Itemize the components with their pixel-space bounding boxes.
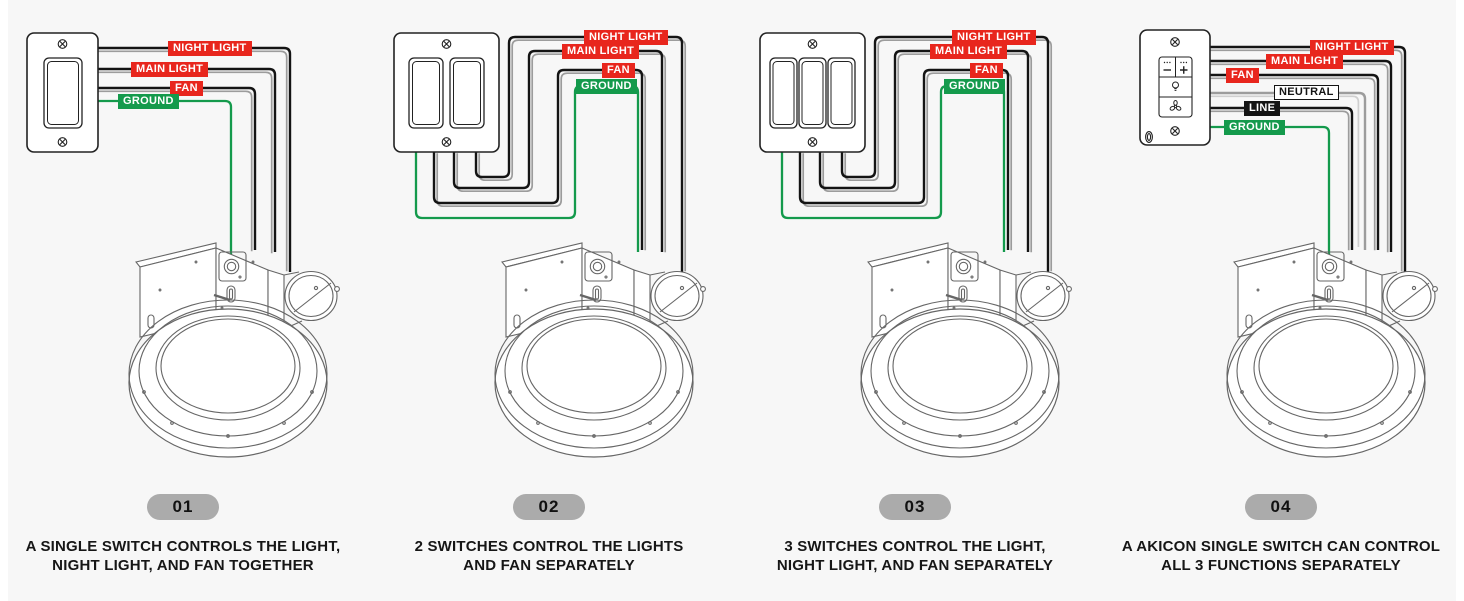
two-switch-wiring-drawing: [393, 32, 707, 459]
wire-label-night-light: NIGHT LIGHT: [952, 30, 1036, 45]
night-light-wire: [1210, 45, 1407, 272]
night-light-wire: [474, 35, 684, 272]
wires: [780, 35, 1053, 272]
wire-label-ground: GROUND: [576, 79, 637, 94]
wire-label-fan: FAN: [970, 63, 1003, 78]
wire-label-night-light: NIGHT LIGHT: [1310, 40, 1394, 55]
wire-label-ground: GROUND: [1224, 120, 1285, 135]
wire-label-main-light: MAIN LIGHT: [930, 44, 1008, 59]
fan-button: [1169, 100, 1182, 111]
neutral-wire: [1210, 91, 1367, 250]
three-switch-wiring-drawing: [759, 32, 1073, 459]
caption-line-1: A SINGLE SWITCH CONTROLS THE LIGHT,: [25, 538, 341, 555]
panel-single-switch: NIGHT LIGHT MAIN LIGHT FAN GROUND 01 A S…: [0, 0, 366, 601]
single-switch-wiring-drawing: [26, 32, 341, 459]
caption-line-1: 2 SWITCHES CONTROL THE LIGHTS: [414, 538, 684, 555]
step-badge: 04: [1245, 494, 1317, 520]
wire-label-line: LINE: [1244, 101, 1281, 116]
ground-wire: [98, 99, 233, 263]
panel-caption: 2 SWITCHES CONTROL THE LIGHTS AND FAN SE…: [366, 537, 732, 575]
switch-plate-smart: [1139, 29, 1211, 146]
switch-plate-triple: [759, 32, 866, 153]
wires: [94, 46, 292, 272]
wire-label-main-light: MAIN LIGHT: [1266, 54, 1344, 69]
fan-wire: [98, 86, 257, 250]
caption-line-2: AND FAN SEPARATELY: [463, 557, 635, 574]
wire-label-night-light: NIGHT LIGHT: [584, 30, 668, 45]
main-light-wire: [1210, 59, 1393, 252]
fan-speed-up-button: [1180, 61, 1188, 74]
wires: [1206, 45, 1407, 272]
main-light-wire: [98, 67, 277, 252]
fan-wire: [1210, 73, 1380, 250]
wires: [414, 35, 687, 272]
panel-akicon-switch: NIGHT LIGHT MAIN LIGHT FAN NEUTRAL LINE …: [1098, 0, 1464, 601]
panel-caption: A SINGLE SWITCH CONTROLS THE LIGHT, NIGH…: [0, 537, 366, 575]
fan-wire: [798, 68, 1010, 250]
panel-three-switches: NIGHT LIGHT MAIN LIGHT FAN GROUND 03 3 S…: [732, 0, 1098, 601]
caption-line-1: 3 SWITCHES CONTROL THE LIGHT,: [784, 538, 1046, 555]
wire-label-ground: GROUND: [944, 79, 1005, 94]
indicator-light: [1145, 131, 1153, 143]
panel-two-switches: NIGHT LIGHT MAIN LIGHT FAN GROUND 02 2 S…: [366, 0, 732, 601]
caption-line-1: A AKICON SINGLE SWITCH CAN CONTROL: [1121, 538, 1441, 555]
wire-label-main-light: MAIN LIGHT: [562, 44, 640, 59]
wire-label-night-light: NIGHT LIGHT: [168, 41, 252, 56]
switch-plate-single: [26, 32, 99, 153]
night-light-wire: [98, 46, 292, 272]
wire-label-ground: GROUND: [118, 94, 179, 109]
night-light-wire: [840, 35, 1050, 272]
wire-label-main-light: MAIN LIGHT: [131, 62, 209, 77]
main-light-wire: [452, 49, 664, 252]
step-badge: 03: [879, 494, 951, 520]
light-button: [1172, 81, 1179, 91]
main-light-wire: [818, 49, 1030, 252]
step-badge: 02: [513, 494, 585, 520]
step-badge: 01: [147, 494, 219, 520]
panel-caption: 3 SWITCHES CONTROL THE LIGHT, NIGHT LIGH…: [732, 537, 1098, 575]
smart-switch-wiring-drawing: [1139, 29, 1439, 459]
fan-wire: [432, 68, 644, 250]
wire-label-neutral: NEUTRAL: [1274, 85, 1339, 100]
caption-line-2: ALL 3 FUNCTIONS SEPARATELY: [1161, 557, 1401, 574]
panel-caption: A AKICON SINGLE SWITCH CAN CONTROL ALL 3…: [1098, 537, 1464, 575]
switch-plate-double: [393, 32, 500, 153]
wire-label-fan: FAN: [602, 63, 635, 78]
wire-label-fan: FAN: [170, 81, 203, 96]
ground-wire: [1210, 125, 1331, 263]
caption-line-2: NIGHT LIGHT, AND FAN SEPARATELY: [776, 557, 1054, 574]
fan-speed-down-button: [1163, 61, 1171, 71]
caption-line-2: NIGHT LIGHT, AND FAN TOGETHER: [52, 557, 314, 574]
line-wire: [1210, 106, 1354, 250]
wire-label-fan: FAN: [1226, 68, 1259, 83]
